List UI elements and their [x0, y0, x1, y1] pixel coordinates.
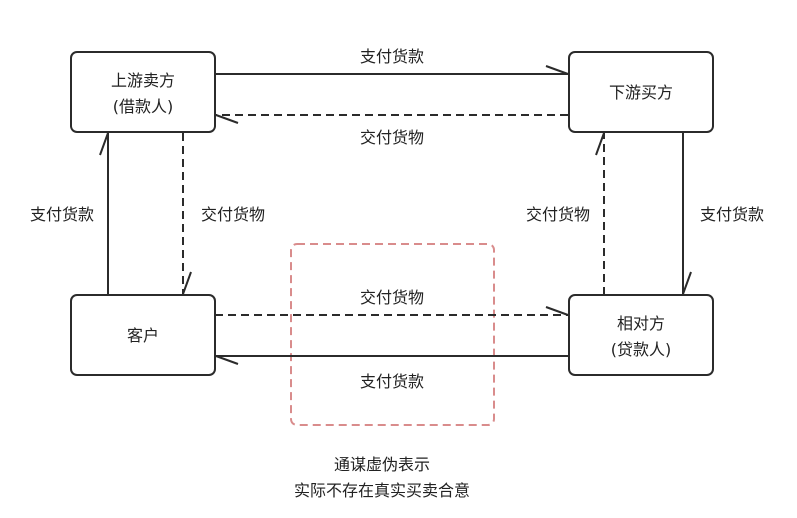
edge-counterparty-to-customer-label: 支付货款 — [360, 372, 424, 391]
node-counterparty-label: 相对方 — [617, 314, 665, 333]
edge-upstream-to-downstream-label: 支付货款 — [360, 47, 424, 66]
edge-counterparty-to-downstream-label: 交付货物 — [526, 205, 590, 224]
node-customer: 客户 — [70, 294, 216, 376]
edge-upstream-to-downstream: 支付货款 — [215, 47, 569, 75]
node-customer-box — [70, 294, 216, 376]
edge-counterparty-to-downstream: 交付货物 — [526, 132, 605, 295]
node-counterparty-box — [568, 294, 714, 376]
edge-customer-to-upstream-arrowhead — [99, 132, 109, 156]
edge-downstream-to-counterparty: 支付货款 — [682, 133, 764, 295]
edge-downstream-to-upstream-arrowhead — [215, 114, 239, 124]
node-customer-label: 客户 — [127, 326, 159, 345]
caption-line-1: 通谋虚伪表示 — [334, 455, 430, 474]
edge-counterparty-to-downstream-arrowhead — [595, 132, 605, 156]
node-counterparty-sublabel: (贷款人) — [611, 340, 672, 359]
edge-downstream-to-upstream-label: 交付货物 — [360, 128, 424, 147]
edge-upstream-to-customer-arrowhead — [182, 271, 192, 295]
node-upstream-seller-label: 上游卖方 — [111, 71, 175, 90]
edge-customer-to-counterparty: 交付货物 — [215, 288, 569, 316]
edge-upstream-to-customer: 交付货物 — [182, 133, 265, 295]
edge-customer-to-counterparty-arrowhead — [545, 306, 569, 316]
edge-downstream-to-counterparty-arrowhead — [682, 271, 692, 295]
edge-downstream-to-counterparty-label: 支付货款 — [700, 205, 764, 224]
node-downstream-buyer-label: 下游买方 — [609, 83, 673, 102]
edge-customer-to-counterparty-label: 交付货物 — [360, 288, 424, 307]
edge-upstream-to-customer-label: 交付货物 — [201, 205, 265, 224]
caption-line-2: 实际不存在真实买卖合意 — [294, 481, 470, 500]
node-upstream-seller-sublabel: (借款人) — [113, 97, 174, 116]
sham-transaction-highlight — [290, 243, 495, 426]
edge-counterparty-to-customer-arrowhead — [215, 355, 239, 365]
edge-downstream-to-upstream: 交付货物 — [215, 114, 568, 147]
node-upstream-seller-box — [70, 51, 216, 133]
node-downstream-buyer: 下游买方 — [568, 51, 714, 133]
edge-upstream-to-downstream-arrowhead — [545, 65, 569, 75]
edge-customer-to-upstream-label: 支付货款 — [30, 205, 94, 224]
node-counterparty: 相对方 (贷款人) — [568, 294, 714, 376]
edge-counterparty-to-customer: 支付货款 — [215, 355, 568, 391]
node-downstream-buyer-box — [568, 51, 714, 133]
node-upstream-seller: 上游卖方 (借款人) — [70, 51, 216, 133]
edge-customer-to-upstream: 支付货款 — [30, 132, 109, 295]
